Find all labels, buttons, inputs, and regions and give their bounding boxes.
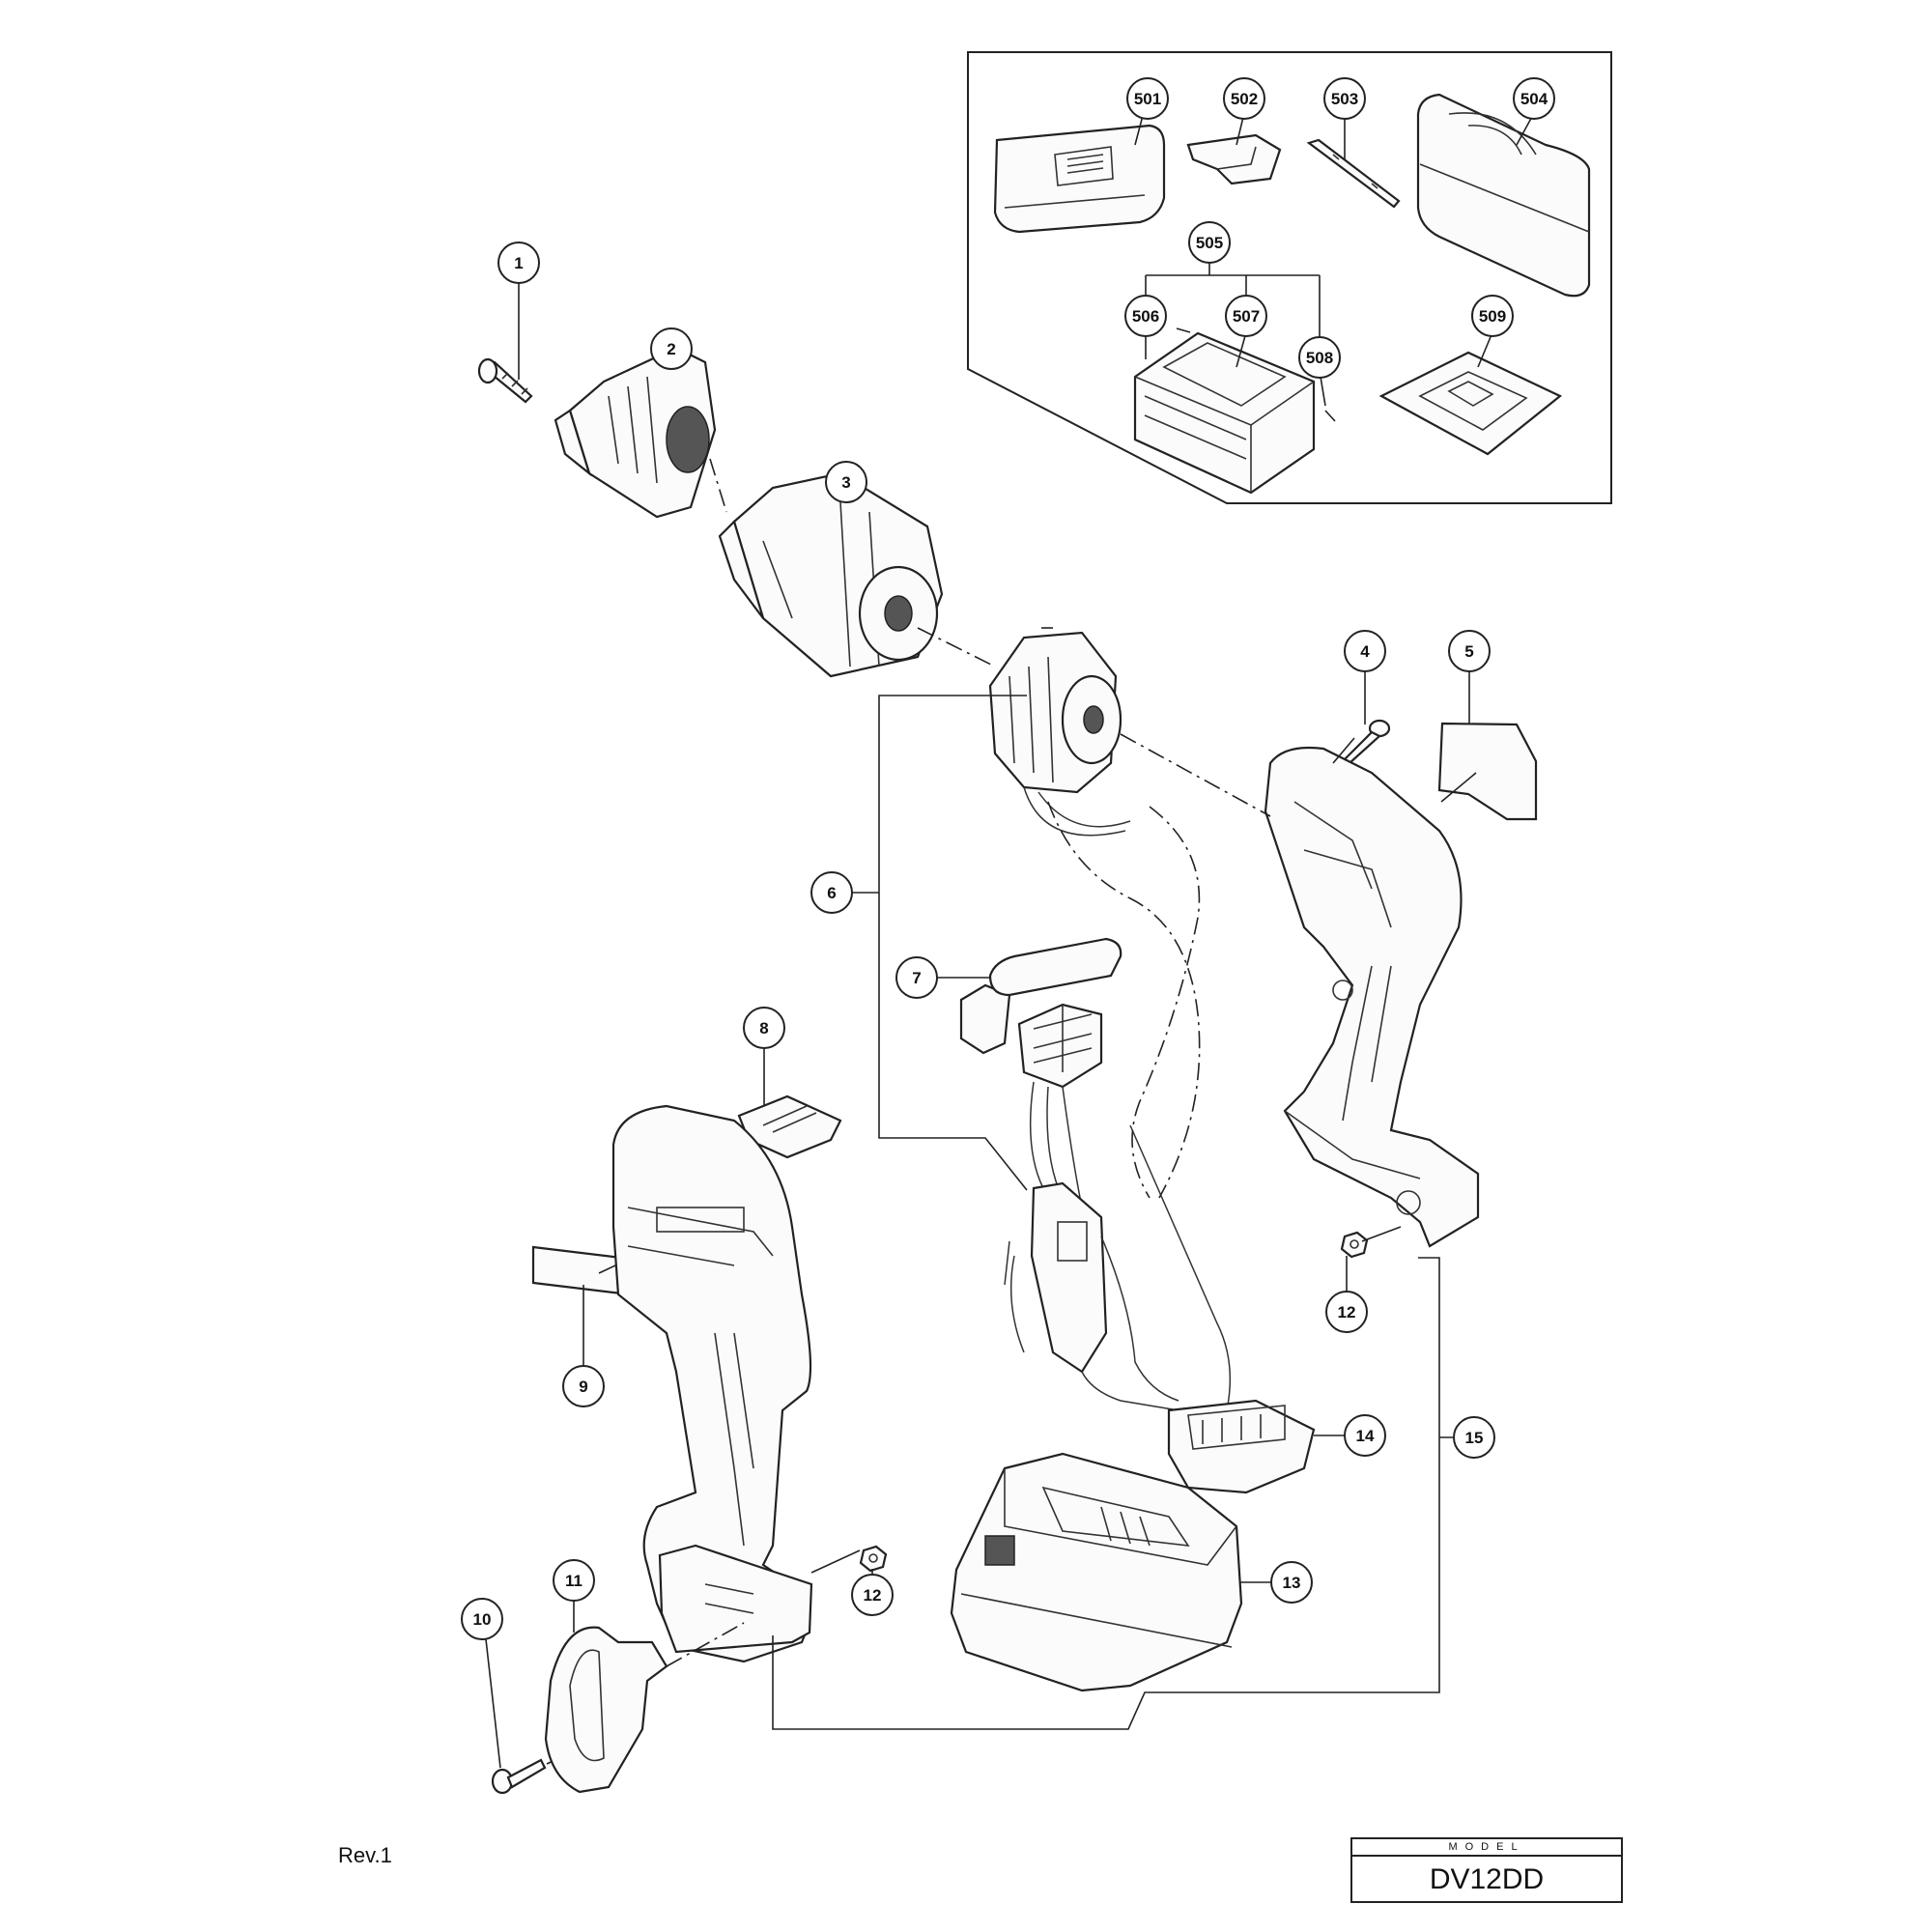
callout-8: 8 <box>743 1007 785 1049</box>
callout-501: 501 <box>1126 77 1169 120</box>
svg-text:1: 1 <box>514 254 523 272</box>
callout-3: 3 <box>825 461 867 503</box>
svg-text:507: 507 <box>1233 307 1260 326</box>
callout-5: 5 <box>1448 630 1491 672</box>
svg-text:502: 502 <box>1231 90 1258 108</box>
svg-text:503: 503 <box>1331 90 1358 108</box>
svg-text:12: 12 <box>864 1586 882 1605</box>
svg-text:501: 501 <box>1134 90 1161 108</box>
svg-text:7: 7 <box>912 969 921 987</box>
part-502-belt-hook <box>1186 133 1282 185</box>
svg-text:6: 6 <box>827 884 836 902</box>
part-1-screw <box>477 357 533 404</box>
part-509-case-insert <box>1378 351 1563 456</box>
part-508-pin <box>1324 410 1336 422</box>
part-506-pin <box>1176 327 1191 333</box>
svg-text:10: 10 <box>473 1610 492 1629</box>
housing-right <box>1264 746 1480 1248</box>
model-box: MODEL DV12DD <box>1350 1837 1623 1903</box>
revision-label: Rev.1 <box>338 1843 392 1867</box>
svg-text:8: 8 <box>759 1019 768 1037</box>
callout-2: 2 <box>650 327 693 370</box>
part-12-nut-left <box>859 1545 888 1573</box>
part-501-charger <box>993 124 1166 234</box>
part-503-driver-bit <box>1306 138 1401 209</box>
part-12-nut-right <box>1340 1231 1369 1259</box>
callout-15: 15 <box>1453 1416 1495 1459</box>
callout-506: 506 <box>1124 295 1167 337</box>
part-504-carrying-case <box>1416 93 1591 298</box>
callout-502: 502 <box>1223 77 1265 120</box>
svg-text:505: 505 <box>1196 234 1223 252</box>
part-5-nameplate <box>1437 722 1538 821</box>
callout-6: 6 <box>810 871 853 914</box>
svg-text:506: 506 <box>1132 307 1159 326</box>
callout-505: 505 <box>1188 221 1231 264</box>
part-505-system-case <box>1133 331 1316 495</box>
part-14-terminal <box>1167 1399 1316 1494</box>
part-10-screw <box>491 1758 547 1795</box>
callout-9: 9 <box>562 1365 605 1407</box>
part-7-switch-cover <box>988 937 1122 1072</box>
svg-text:5: 5 <box>1464 642 1473 661</box>
svg-text:504: 504 <box>1520 90 1548 108</box>
housing-left <box>611 1104 813 1663</box>
callout-12-left: 12 <box>851 1574 894 1616</box>
callout-507: 507 <box>1225 295 1267 337</box>
svg-text:2: 2 <box>667 340 675 358</box>
svg-text:4: 4 <box>1360 642 1370 661</box>
part-11-belt-hook <box>544 1626 668 1794</box>
svg-text:9: 9 <box>579 1378 587 1396</box>
part-2-keyless-chuck <box>554 346 717 519</box>
svg-text:509: 509 <box>1479 307 1506 326</box>
svg-text:12: 12 <box>1338 1303 1356 1321</box>
callout-503: 503 <box>1323 77 1366 120</box>
svg-text:11: 11 <box>565 1572 582 1590</box>
callout-1: 1 <box>497 242 540 284</box>
callout-7: 7 <box>895 956 938 999</box>
callout-508: 508 <box>1298 336 1341 379</box>
part-6-motor-assembly <box>959 631 1232 1411</box>
svg-text:13: 13 <box>1283 1574 1301 1592</box>
part-3-gear-box <box>718 471 944 678</box>
svg-text:508: 508 <box>1306 349 1333 367</box>
callout-12-right: 12 <box>1325 1291 1368 1333</box>
part-13-battery <box>950 1452 1243 1692</box>
svg-text:3: 3 <box>841 473 850 492</box>
callout-4: 4 <box>1344 630 1386 672</box>
callout-10: 10 <box>461 1598 503 1640</box>
accessory-inset-frame <box>967 51 1612 504</box>
model-caption: MODEL <box>1352 1839 1621 1857</box>
svg-text:14: 14 <box>1356 1427 1375 1445</box>
callout-504: 504 <box>1513 77 1555 120</box>
callout-14: 14 <box>1344 1414 1386 1457</box>
callout-509: 509 <box>1471 295 1514 337</box>
callout-11: 11 <box>553 1559 595 1602</box>
callout-13: 13 <box>1270 1561 1313 1604</box>
svg-text:15: 15 <box>1465 1429 1484 1447</box>
model-number: DV12DD <box>1429 1863 1545 1895</box>
